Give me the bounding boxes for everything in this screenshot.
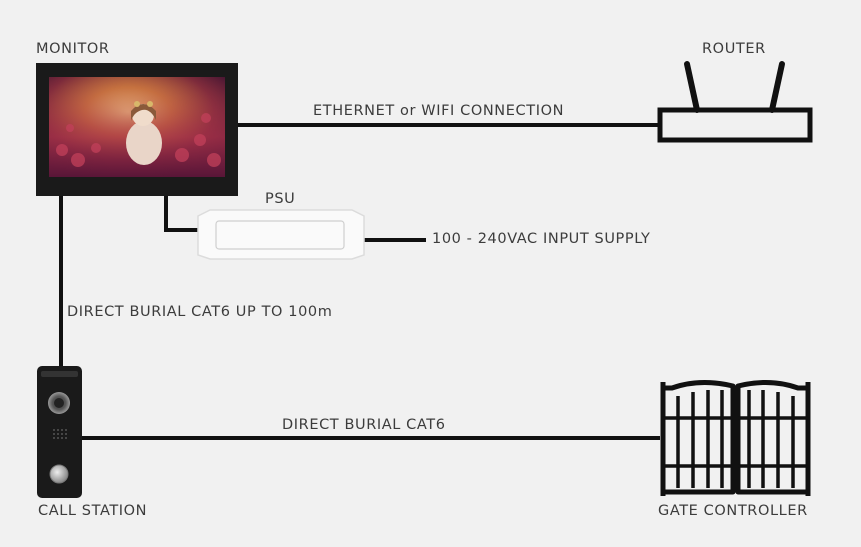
router-label: ROUTER [702, 41, 766, 57]
connection-lines [59, 123, 660, 440]
psu-label: PSU [265, 191, 296, 207]
gate-cable-label: DIRECT BURIAL CAT6 [282, 417, 446, 433]
router-device [657, 61, 813, 143]
speaker-grille [53, 429, 67, 439]
child-figure [126, 101, 162, 165]
gate-device [660, 380, 811, 496]
call-button [49, 464, 69, 484]
monitor-call-station-cable-label: DIRECT BURIAL CAT6 UP TO 100m [67, 304, 333, 320]
monitor-label: MONITOR [36, 41, 110, 57]
router-antenna-left [684, 61, 700, 113]
psu-feed-line [164, 195, 200, 232]
call-station-device [37, 366, 82, 498]
router-antenna-right [769, 61, 785, 113]
network-connection-label: ETHERNET or WIFI CONNECTION [313, 103, 565, 119]
flower-field [56, 113, 221, 167]
monitor-device [36, 63, 238, 196]
gate-controller-label: GATE CONTROLLER [658, 503, 808, 519]
psu-device [197, 209, 365, 260]
call-station-label: CALL STATION [38, 503, 148, 519]
power-input-label: 100 - 240VAC INPUT SUPPLY [432, 231, 651, 247]
